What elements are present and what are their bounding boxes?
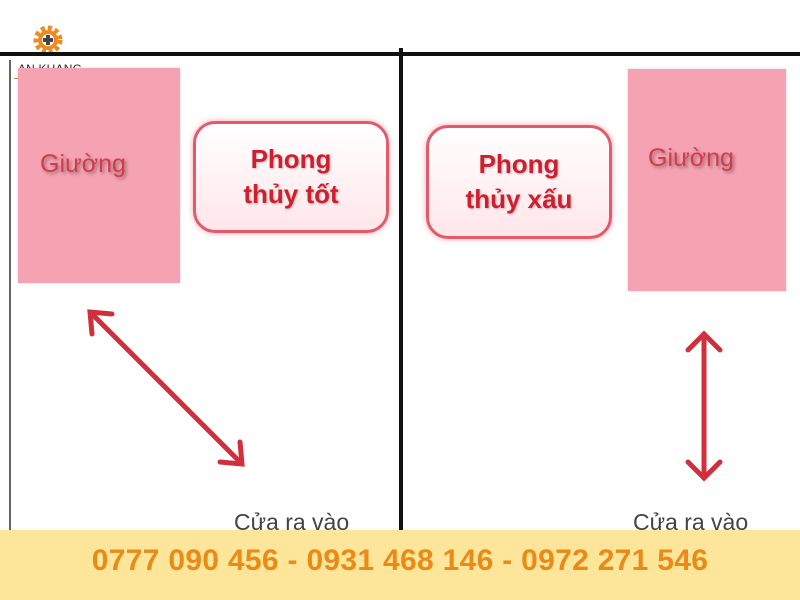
bed-right <box>628 69 786 291</box>
brand-logo-icon <box>33 25 63 55</box>
vertical-double-arrow-icon <box>685 330 723 482</box>
bad-fengshui-line2: thủy xấu <box>465 184 573 214</box>
contact-phone-numbers: 0777 090 456 - 0931 468 146 - 0972 271 5… <box>91 544 709 577</box>
bed-left <box>18 68 180 283</box>
diagonal-double-arrow-icon <box>87 309 245 467</box>
good-fengshui-badge: Phong thủy tốt <box>193 121 389 233</box>
bad-fengshui-badge: Phong thủy xấu <box>426 125 612 239</box>
bed-left-label: Giường <box>40 150 126 178</box>
good-fengshui-line2: thủy tốt <box>243 179 339 209</box>
contact-banner <box>0 530 800 600</box>
bed-right-label: Giường <box>648 144 734 172</box>
bad-fengshui-line1: Phong <box>478 148 560 179</box>
good-fengshui-line1: Phong <box>250 143 332 174</box>
